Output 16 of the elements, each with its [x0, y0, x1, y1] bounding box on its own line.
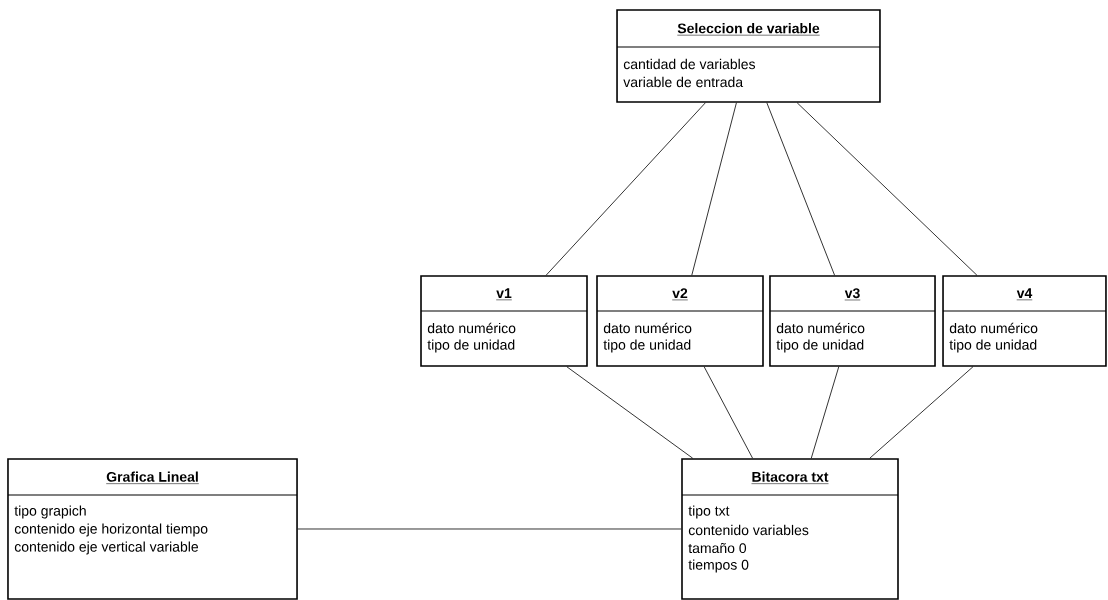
class-box: v4 dato numérico tipo de unidad [942, 275, 1107, 367]
connector-line [869, 366, 974, 459]
connector-line [566, 366, 694, 459]
connector-line [297, 528, 682, 530]
class-box: Bitacora txt tipo txt contenido variables tamaño 0 tiempos 0 [681, 458, 899, 600]
class-box: Grafica Lineal tipo grapich contenido eje horizontal tiempo contenido eje vertical variable [7, 458, 298, 600]
connector-line [703, 366, 753, 459]
class-box: v1 dato numérico tipo de unidad [420, 275, 588, 367]
connector-line [796, 102, 978, 276]
connector-line [810, 366, 840, 459]
class-box: v2 dato numérico tipo de unidad [596, 275, 764, 367]
connector-line [545, 102, 706, 276]
class-box: Seleccion de variable cantidad de variables variable de entrada [616, 9, 881, 103]
connector-line [766, 102, 835, 276]
class-box: v3 dato numérico tipo de unidad [769, 275, 936, 367]
connector-line [691, 102, 737, 276]
